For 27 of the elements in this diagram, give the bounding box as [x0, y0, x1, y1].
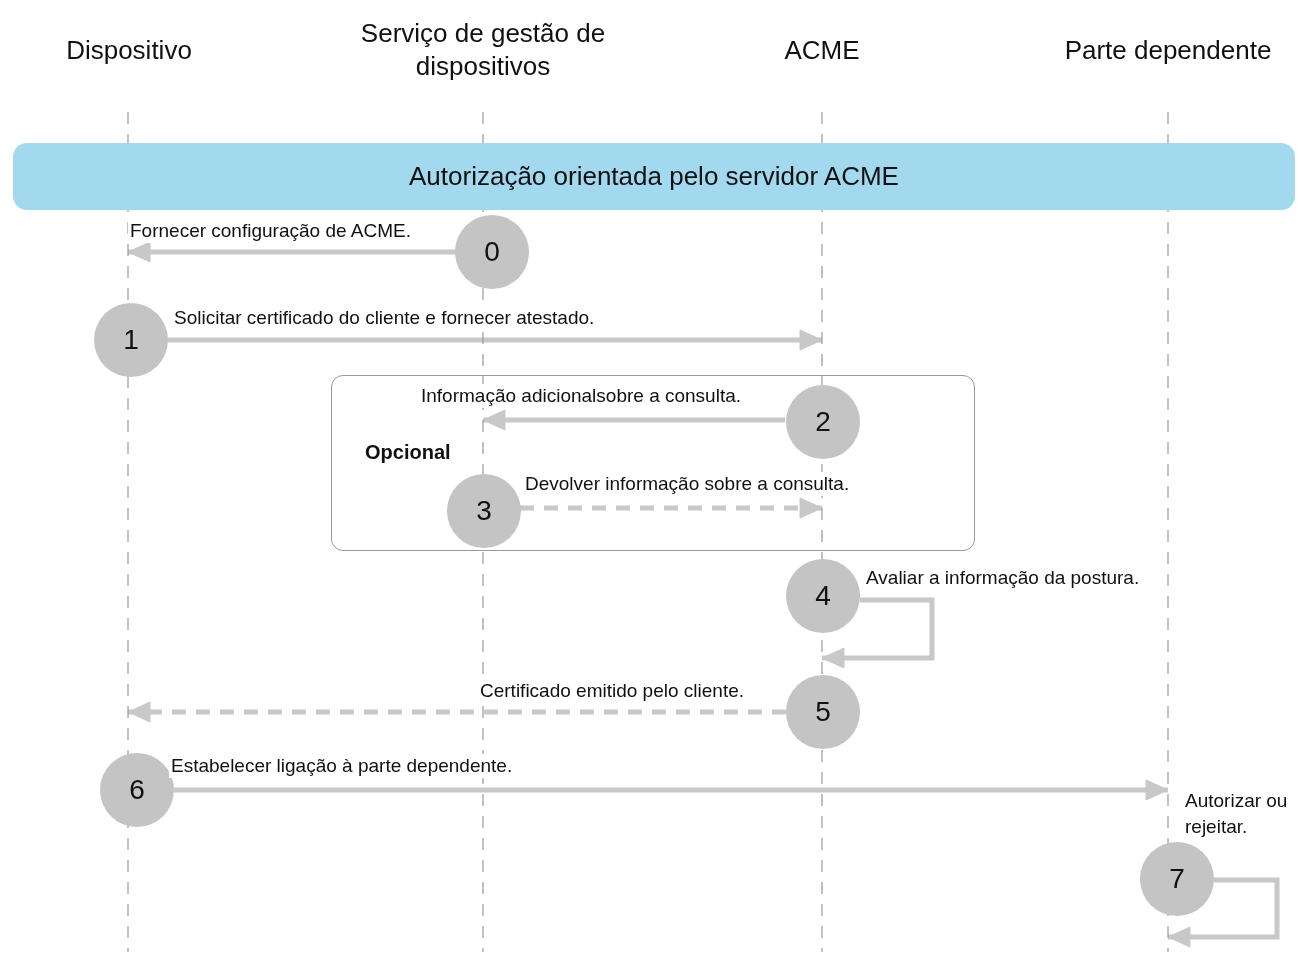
- step-number: 1: [123, 324, 139, 356]
- step-number: 4: [815, 580, 831, 612]
- phase-band: [13, 143, 1295, 210]
- arrow: [519, 497, 823, 519]
- arrow: [482, 409, 785, 431]
- step-number: 5: [815, 696, 831, 728]
- step-number: 3: [476, 495, 492, 527]
- arrow: [174, 779, 1169, 801]
- step-number: 7: [1169, 863, 1185, 895]
- lifeline-header: Parte dependente: [1063, 34, 1273, 67]
- lifeline: [821, 112, 823, 952]
- lifeline-header: ACME: [783, 34, 861, 67]
- step-number: 6: [129, 774, 145, 806]
- step-number: 2: [815, 406, 831, 438]
- step-number: 0: [484, 236, 500, 268]
- lifeline: [1167, 112, 1169, 952]
- lifeline-header: Serviço de gestão de dispositivos: [359, 17, 607, 83]
- arrow: [1167, 877, 1280, 948]
- lifeline-header: Dispositivo: [65, 34, 193, 67]
- arrow: [168, 329, 823, 351]
- arrow: [127, 241, 455, 263]
- edge-label: Fornecer configuração de ACME.: [128, 219, 413, 243]
- lifeline: [127, 112, 129, 952]
- phase-title: Autorização orientada pelo servidor ACME: [409, 161, 899, 192]
- arrow: [821, 597, 935, 669]
- arrow: [127, 701, 786, 723]
- group-title: Opcional: [365, 441, 451, 464]
